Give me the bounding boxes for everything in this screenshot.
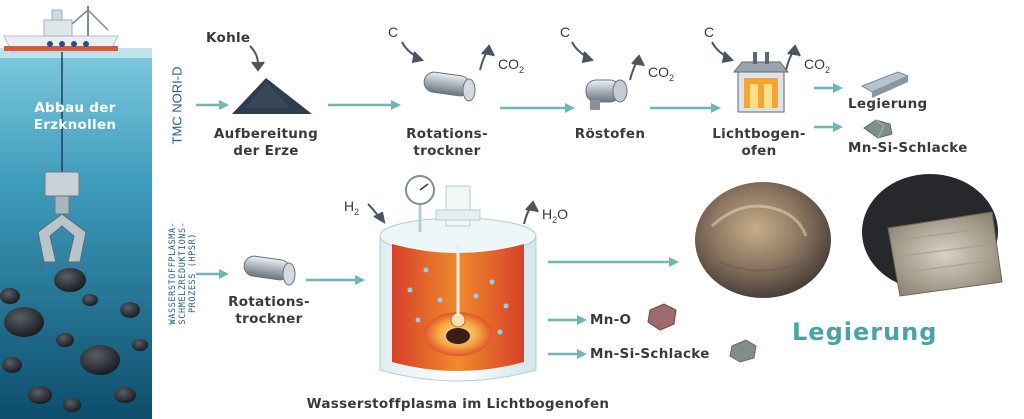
collector-icon <box>37 171 87 271</box>
reducer-c-3: C <box>704 24 715 40</box>
sea-title-line2: Erzknollen <box>33 117 117 133</box>
output-slag-bottom-label: Mn-Si-Schlacke <box>590 346 710 362</box>
h2o-label: H2O <box>542 206 569 225</box>
ship-icon <box>3 6 119 53</box>
sea-title-line1: Abbau der <box>34 100 116 116</box>
sea-title: Abbau der Erzknollen <box>12 100 138 134</box>
mno-icon <box>647 303 677 331</box>
input-coal-label: Kohle <box>206 30 251 46</box>
output-slag-label: Mn-Si-Schlacke <box>848 140 968 156</box>
output-mno-label: Mn-O <box>590 312 632 328</box>
bottom-dryer-label: Rotations-trockner <box>228 294 310 327</box>
alloy-big-label: Legierung <box>792 318 938 346</box>
co2-label-2: CO2 <box>648 64 675 83</box>
feed-arrows <box>249 41 801 225</box>
slag-icon <box>863 119 893 139</box>
furnace-label: Wasserstoffplasma im Lichtbogenofen <box>306 396 610 412</box>
top-vertical-label: TMC NORI-D <box>169 66 185 145</box>
bottom-flow-arrows <box>196 257 679 359</box>
co2-label-1: CO2 <box>498 56 525 75</box>
reducer-c-2: C <box>560 24 571 40</box>
step-rotary-dryer-label: Rotations-trockner <box>406 126 488 159</box>
rotary-dryer-bottom-icon <box>243 255 296 286</box>
nodules-icon <box>0 268 148 412</box>
step-arc-furnace-label: Lichtbogen-ofen <box>712 126 806 159</box>
bottom-vertical-label: WASSERSTOFFPLASMA- SCHMELZREDUKTIONS- PR… <box>168 221 198 325</box>
roasting-kiln-icon <box>585 79 628 110</box>
alloy-bar-icon <box>860 71 910 98</box>
reducer-c-1: C <box>388 24 399 40</box>
alloy-sphere-photo <box>695 182 831 298</box>
alloy-section-photo <box>862 174 1003 297</box>
co2-label-3: CO2 <box>804 56 831 75</box>
rotary-dryer-icon <box>423 71 476 102</box>
plasma-furnace-icon <box>379 175 537 382</box>
slag-bottom-icon <box>729 339 757 363</box>
arc-furnace-icon <box>732 52 790 113</box>
top-flow-arrows <box>196 83 843 132</box>
step-roaster-label: Röstofen <box>574 126 646 142</box>
sea-panel <box>0 6 152 419</box>
output-alloy-label: Legierung <box>848 96 928 112</box>
h2-label: H2 <box>344 198 360 217</box>
